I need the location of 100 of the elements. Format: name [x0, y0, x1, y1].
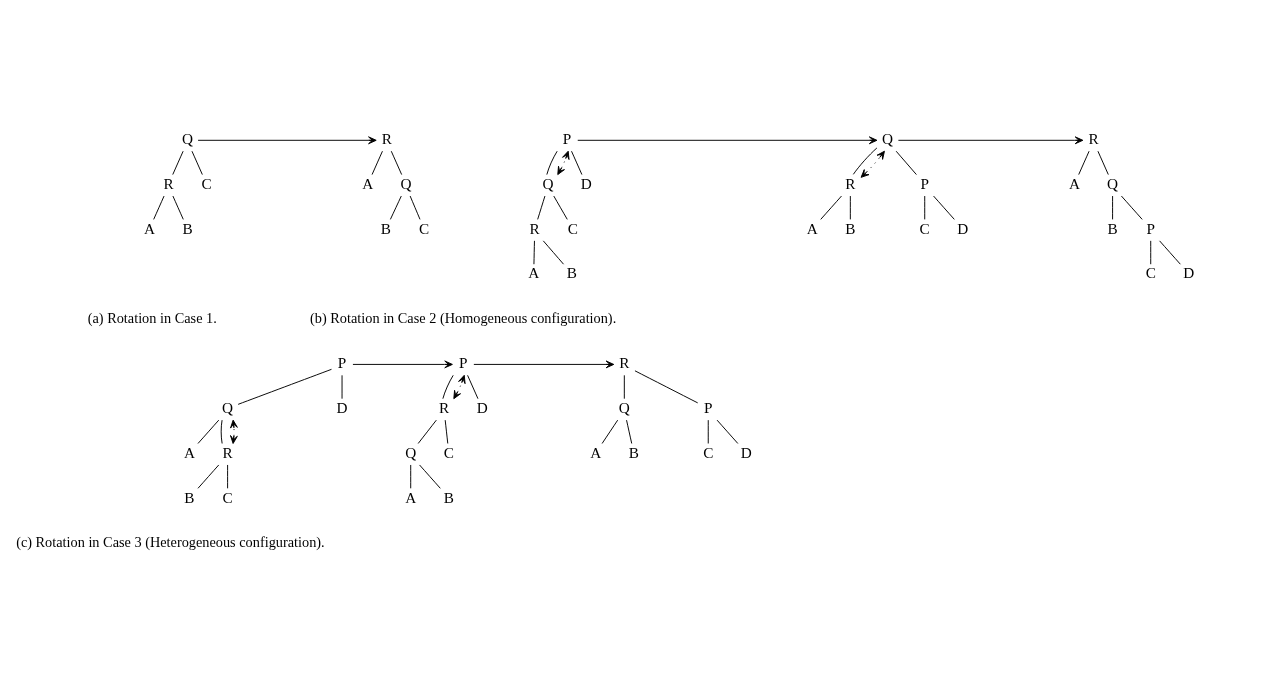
node-text: A: [362, 174, 374, 192]
connector: [191, 150, 203, 175]
connector: [707, 419, 709, 444]
connector: [410, 464, 412, 489]
connector: [1112, 195, 1114, 220]
node-text: A: [590, 443, 602, 461]
connector: [389, 195, 402, 220]
node-text: D: [740, 443, 752, 461]
arrow: [230, 419, 238, 444]
node-text: A: [405, 488, 417, 505]
connector: [601, 419, 619, 444]
connector: [417, 419, 437, 444]
connector: [626, 419, 633, 444]
connector: [1097, 150, 1109, 175]
node-text: B: [184, 488, 195, 505]
arrow: [352, 360, 453, 368]
connector: [172, 195, 184, 220]
arrow: [473, 360, 615, 368]
node-text: B: [443, 488, 454, 505]
connector: [623, 374, 625, 399]
node-text: Q: [882, 129, 894, 147]
node-text: R: [529, 219, 540, 237]
connector: [553, 195, 568, 220]
node-text: P: [337, 353, 347, 371]
connector: [634, 369, 699, 403]
node-text: B: [628, 443, 639, 461]
connector: [533, 239, 535, 265]
node-text: C: [222, 488, 233, 505]
connector: [371, 150, 383, 175]
node-text: C: [567, 219, 578, 237]
node-text: A: [143, 219, 155, 237]
node-text: Q: [405, 443, 417, 461]
connector: [571, 150, 583, 175]
node-text: D: [476, 398, 488, 416]
node-text: Q: [400, 174, 412, 192]
node-text: B: [380, 219, 391, 237]
connector: [197, 464, 220, 489]
node-text: R: [381, 129, 392, 147]
node-text: Q: [1107, 174, 1119, 192]
node-text: A: [1068, 174, 1080, 192]
connector: [467, 374, 479, 399]
node-text: C: [919, 219, 930, 237]
arrow: [897, 135, 1084, 144]
node-text: B: [845, 219, 856, 237]
connector: [419, 464, 441, 489]
connector: [227, 464, 229, 489]
node-text: P: [920, 174, 929, 192]
connector: [1150, 239, 1152, 265]
node-text: C: [443, 443, 454, 461]
connector: [172, 150, 184, 175]
label: (a) Rotation in Case 1.: [87, 309, 217, 326]
arrow: [197, 135, 377, 144]
connector: [153, 195, 165, 220]
node-text: A: [806, 219, 818, 237]
connector: [390, 150, 403, 175]
node-text: R: [222, 443, 233, 461]
node-text: D: [957, 219, 969, 237]
connector: [1120, 195, 1143, 220]
node-text: R: [163, 174, 174, 192]
connector: [820, 195, 842, 220]
node-text: D: [580, 174, 592, 192]
connector: [197, 419, 220, 444]
node-text: R: [1088, 129, 1099, 147]
node-text: A: [183, 443, 195, 461]
connector: [409, 195, 421, 220]
arrow: [577, 135, 878, 144]
connector: [849, 195, 851, 220]
node-text: B: [1107, 219, 1118, 237]
node-text: C: [201, 174, 212, 192]
connector: [237, 368, 332, 405]
connector: [924, 195, 926, 220]
node-text: C: [703, 443, 714, 461]
node-text: Q: [618, 398, 630, 416]
label: (b) Rotation in Case 2 (Homogeneous configuration).: [310, 309, 617, 326]
connector: [444, 419, 449, 444]
connector: [1159, 239, 1181, 265]
arrow: [453, 374, 466, 399]
node-text: D: [336, 398, 348, 416]
node-text: R: [619, 353, 630, 371]
arrow: [557, 150, 570, 175]
connector: [546, 150, 558, 175]
node-text: R: [845, 174, 856, 192]
node-text: Q: [222, 398, 234, 416]
connector: [895, 150, 917, 175]
arrow: [860, 150, 885, 178]
connector: [537, 195, 546, 220]
node-text: B: [182, 219, 193, 237]
node-text: B: [566, 263, 577, 281]
node-text: C: [1145, 263, 1156, 281]
node-text: D: [1183, 263, 1195, 281]
connector: [852, 147, 878, 175]
connector: [933, 195, 955, 220]
node-text: C: [418, 219, 430, 237]
label: (c) Rotation in Case 3 (Heterogeneous configuration).: [16, 533, 325, 550]
node-text: P: [704, 398, 713, 416]
node-text: R: [439, 398, 450, 416]
node-text: P: [562, 129, 572, 147]
connector: [716, 419, 739, 444]
connector: [542, 239, 565, 265]
node-text: P: [1146, 219, 1155, 237]
